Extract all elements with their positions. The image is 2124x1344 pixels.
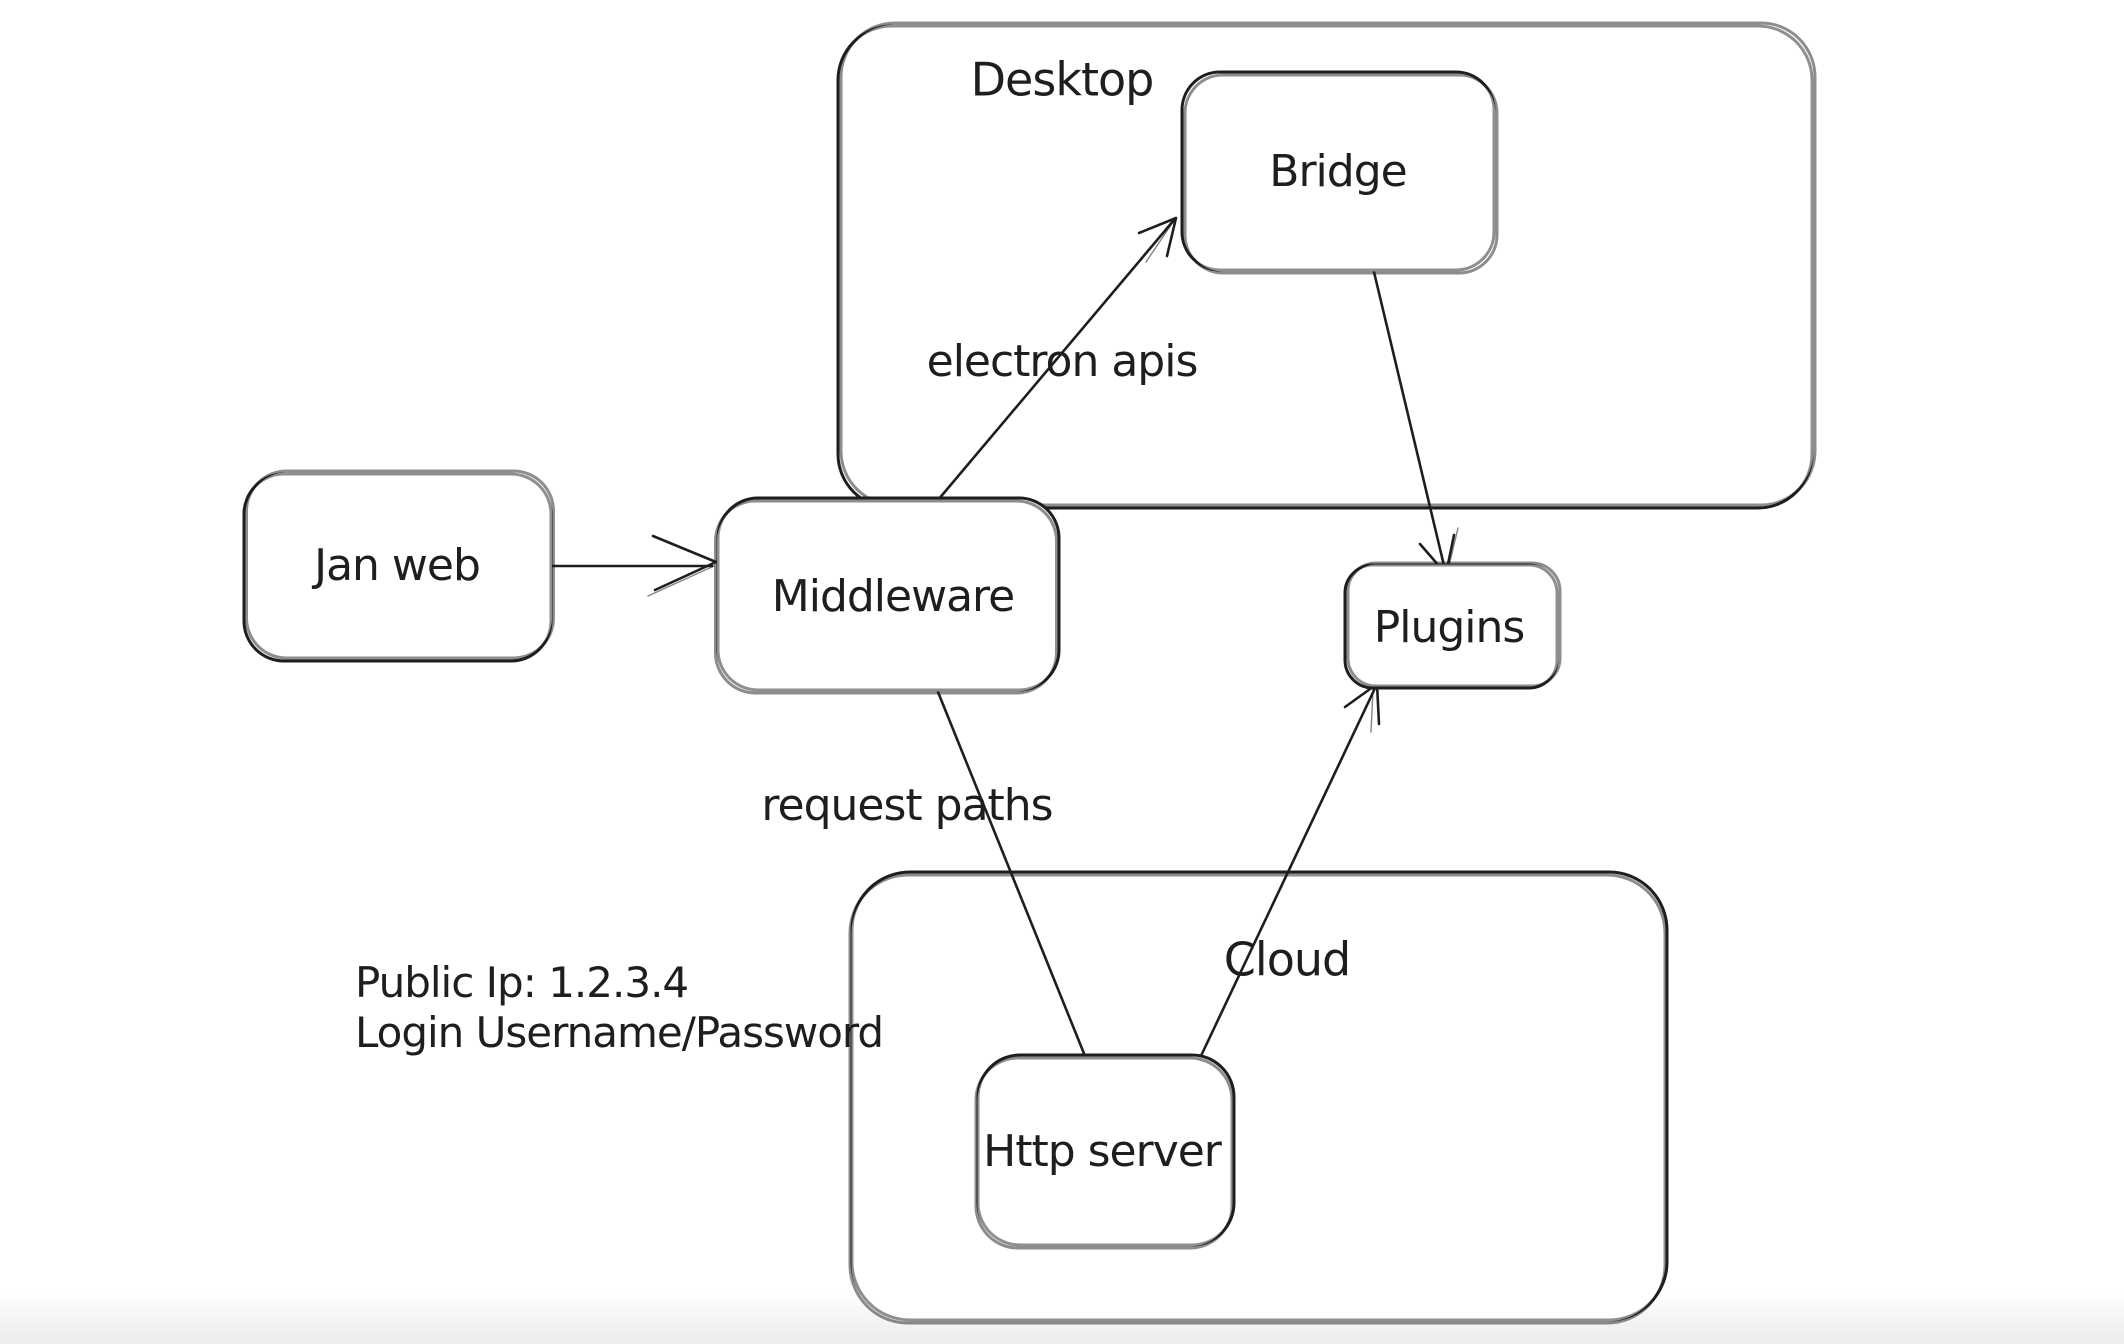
cloud-credentials-note[interactable]: Public Ip: 1.2.3.4 Login Username/Passwo… [355,958,884,1058]
edge-middleware-to-bridge[interactable] [936,218,1176,502]
desktop-container-label[interactable]: Desktop [970,52,1155,107]
jan-web-node-label[interactable]: Jan web [314,539,481,591]
bridge-node-label[interactable]: Bridge [1269,145,1407,197]
http-server-node-label[interactable]: Http server [983,1125,1222,1177]
edge-bridge-to-plugins[interactable] [1372,270,1448,576]
edge-jan-web-to-middleware-arrowhead [651,534,718,592]
edge-http-server-to-plugins[interactable] [1198,682,1379,1060]
middleware-node-label[interactable]: Middleware [771,570,1015,622]
request-paths-edge-label[interactable]: request paths [761,779,1053,831]
edge-http-server-to-plugins-arrowhead-sketch [1370,689,1374,733]
electron-apis-edge-label[interactable]: electron apis [926,335,1199,387]
edge-middleware-to-bridge-arrowhead-sketch [1145,221,1174,263]
login-note-line: Login Username/Password [355,1008,884,1057]
plugins-node-label[interactable]: Plugins [1373,601,1526,653]
public-ip-note-line: Public Ip: 1.2.3.4 [355,958,689,1007]
edge-jan-web-to-middleware-arrowhead-sketch [647,565,715,597]
edge-middleware-to-http-server[interactable] [936,690,1087,1058]
cloud-container-label[interactable]: Cloud [1223,932,1351,987]
edge-middleware-to-bridge-arrowhead [1137,216,1178,258]
